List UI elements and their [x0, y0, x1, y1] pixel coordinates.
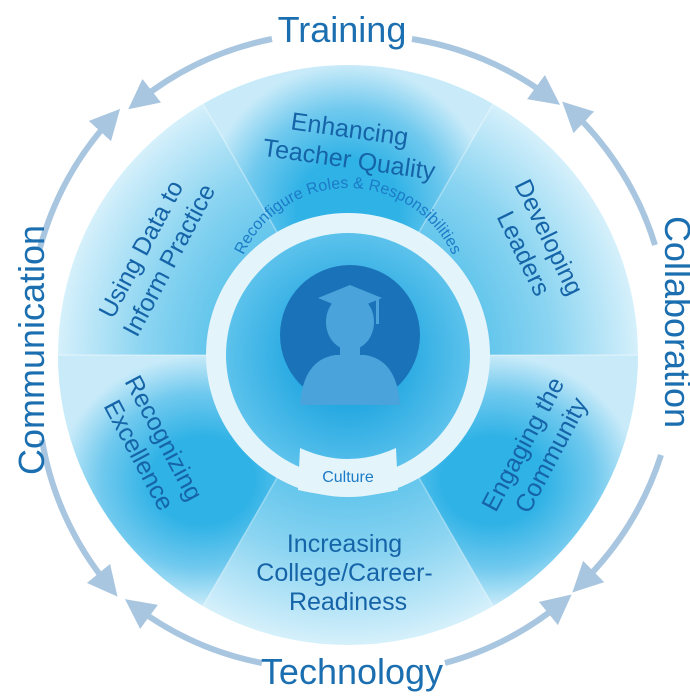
culture-tab [298, 448, 398, 496]
graduate-silhouette-icon [300, 285, 400, 405]
arrow-bottom-right [444, 594, 572, 666]
ring-label-culture: Culture [322, 469, 374, 486]
arrow-bottom-left [124, 599, 263, 666]
label-communication: Communication [11, 225, 52, 475]
arrow-top-right [411, 36, 561, 105]
segment-top-bg [203, 65, 493, 355]
segment-label-bottom: Increasing College/Career- Readiness [256, 530, 439, 616]
label-technology: Technology [261, 651, 443, 692]
label-training: Training [278, 9, 407, 50]
arrow-left-top [37, 108, 121, 249]
arrow-top-left [128, 36, 273, 110]
cycle-arrows [37, 36, 664, 666]
arrow-left-bottom [39, 439, 118, 597]
arrow-right-top [562, 101, 658, 246]
arrow-right-bottom [572, 454, 664, 593]
label-collaboration: Collaboration [657, 216, 690, 428]
